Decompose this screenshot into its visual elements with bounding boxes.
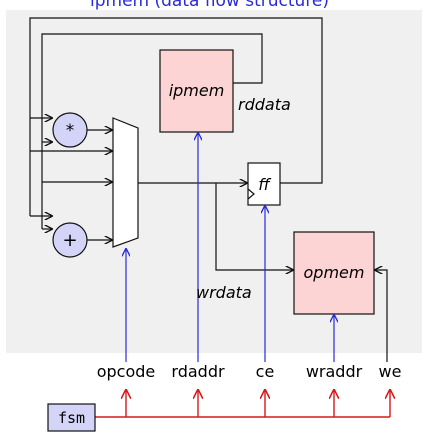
signal-we: we: [379, 362, 402, 381]
multiply-symbol: *: [66, 121, 75, 141]
opmem-label: opmem: [304, 263, 365, 282]
mux-block: [112, 117, 139, 248]
ff-label: ff: [258, 175, 272, 194]
ff-clock-icon: [247, 188, 255, 200]
rddata-label: rddata: [238, 95, 291, 114]
signal-ce: ce: [256, 362, 275, 381]
ipmem-block: [159, 49, 234, 133]
ff-block: [247, 162, 281, 206]
control-wires: [126, 133, 334, 362]
signal-rdaddr: rdaddr: [171, 362, 225, 381]
fsm-block: [47, 403, 96, 432]
fsm-wires: [95, 390, 390, 418]
wrdata-label: wrdata: [196, 283, 252, 302]
signal-wraddr: wraddr: [306, 362, 363, 381]
header-title: ipmem (data flow structure): [90, 0, 329, 11]
opmem-block: [293, 231, 375, 315]
ipmem-label: ipmem: [169, 81, 225, 100]
fsm-label: fsm: [58, 409, 85, 427]
signal-opcode: opcode: [97, 362, 156, 381]
add-symbol: +: [62, 230, 77, 251]
data-wires: [29, 17, 388, 362]
